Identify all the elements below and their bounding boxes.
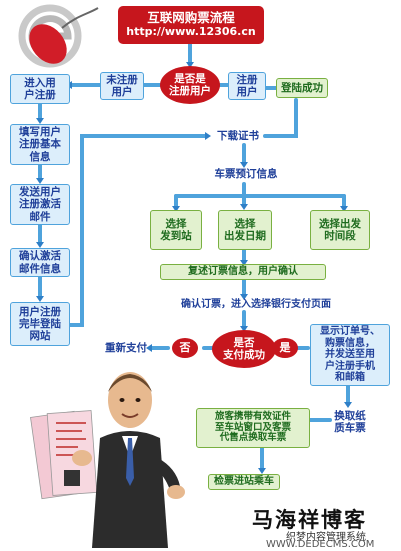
choice-destination: 选择 发到站 [150, 210, 202, 250]
yes-label: 是 [272, 338, 298, 358]
title-banner: 互联网购票流程 http://www.12306.cn [118, 6, 264, 44]
left-step-5: 用户注册 完毕登陆 网站 [10, 302, 70, 346]
left-step-4: 确认激活 邮件信息 [10, 248, 70, 277]
review-booking: 复述订票信息，用户确认 [160, 264, 326, 280]
watermark-url[interactable]: WWW.DEDECMS.COM [266, 539, 375, 550]
registered-user-box: 注册 用户 [228, 72, 266, 100]
page-title: 互联网购票流程 [147, 10, 235, 26]
left-step-1: 进入用 户注册 [10, 74, 70, 104]
decision-payment: 是否 支付成功 [212, 330, 276, 368]
exchange-ticket: 换取纸 质车票 [334, 409, 366, 434]
watermark-name: 马海祥博客 [252, 507, 367, 532]
board-train: 检票进站乘车 [208, 474, 280, 490]
login-success-box: 登陆成功 [276, 78, 328, 98]
choice-date: 选择 出发日期 [218, 210, 272, 250]
choice-time: 选择出发 时间段 [310, 210, 370, 250]
booking-info: 车票预订信息 [214, 168, 278, 181]
logo-e-mouse-icon [10, 2, 102, 72]
traveler-instruction: 旅客携带有效证件 至车站窗口及客票 代售点换取车票 [196, 408, 310, 448]
show-order-box: 显示订单号、 购票信息， 并发送至用 户注册手机 和邮箱 [310, 324, 390, 386]
no-label: 否 [172, 338, 198, 358]
watermark-subtitle: 织梦内容管理系统 [286, 532, 366, 543]
unregistered-user-box: 未注册 用户 [100, 72, 144, 100]
confirm-booking: 确认订票，进入选择银行支付页面 [181, 299, 331, 311]
repay-text: 重新支付 [105, 341, 147, 354]
decision-registered-user: 是否是 注册用户 [160, 66, 220, 104]
url-text[interactable]: http://www.12306.cn [126, 24, 256, 38]
left-step-3: 发送用户 注册激活 邮件 [10, 184, 70, 225]
businessman-illustration [30, 358, 190, 548]
download-certificate: 下载证书 [217, 130, 259, 143]
left-step-2: 填写用户 注册基本 信息 [10, 124, 70, 165]
